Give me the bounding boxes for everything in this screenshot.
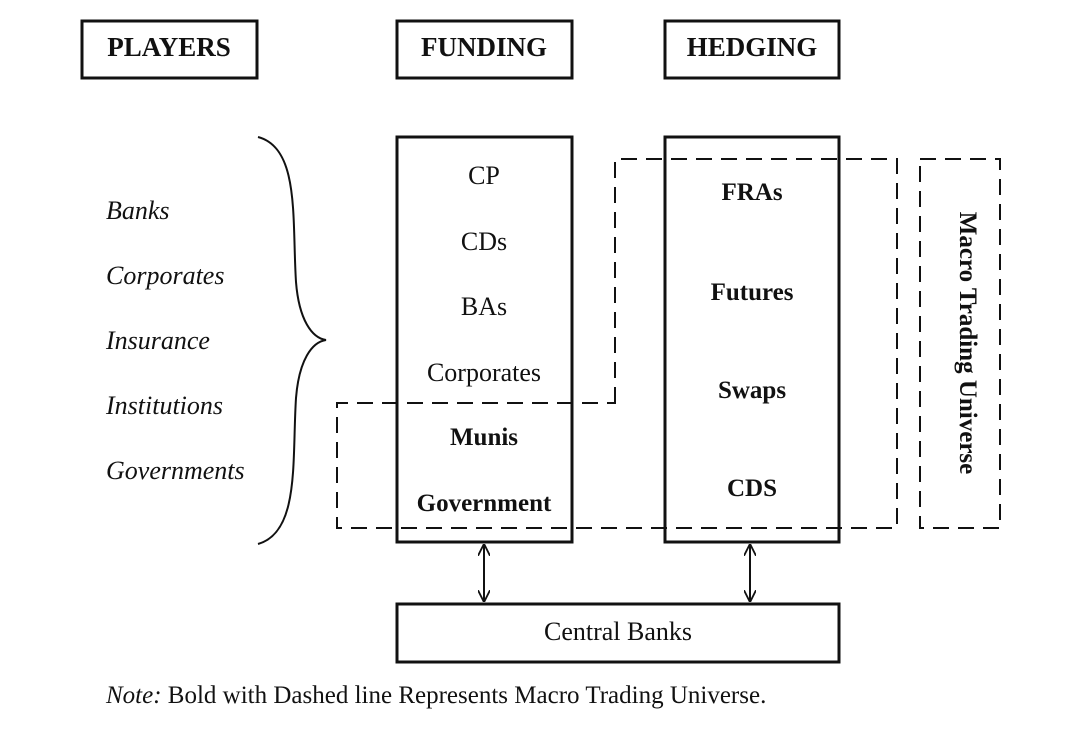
central-banks-label: Central Banks (544, 617, 692, 646)
player-insurance: Insurance (105, 326, 210, 355)
macro-trading-dashed-region (336, 158, 898, 529)
funding-header: FUNDING (395, 19, 574, 80)
funding-item-munis: Munis (450, 424, 518, 451)
player-governments: Governments (106, 456, 245, 485)
funding-item-corporates: Corporates (427, 358, 541, 387)
players-header: PLAYERS (80, 19, 259, 80)
hedging-header-label: HEDGING (687, 32, 818, 62)
funding-item-cp: CP (468, 161, 500, 190)
central-banks-box: Central Banks (395, 602, 841, 664)
funding-items: CP CDs BAs Corporates Munis Government (417, 161, 552, 517)
hedging-item-swaps: Swaps (718, 377, 786, 404)
funding-item-bas: BAs (461, 292, 507, 321)
funding-column (395, 135, 574, 544)
player-corporates: Corporates (106, 261, 224, 290)
macro-trading-label: Macro Trading Universe (954, 212, 981, 474)
hedging-items: FRAs Futures Swaps CDS (711, 179, 794, 502)
funding-item-cds: CDs (461, 227, 507, 256)
funding-item-government: Government (417, 490, 552, 517)
player-banks: Banks (106, 196, 170, 225)
funding-header-label: FUNDING (421, 32, 547, 62)
macro-trading-label-box (919, 158, 1001, 529)
players-brace (257, 136, 327, 545)
hedging-item-cds: CDS (727, 475, 777, 502)
hedging-header: HEDGING (663, 19, 841, 80)
note-label: Note: (105, 682, 162, 709)
players-list: Banks Corporates Insurance Institutions … (105, 196, 245, 485)
note-text: Bold with Dashed line Represents Macro T… (162, 682, 767, 709)
player-institutions: Institutions (105, 391, 223, 420)
hedging-column (663, 135, 841, 544)
players-header-label: PLAYERS (107, 32, 231, 62)
hedging-item-futures: Futures (711, 279, 794, 306)
hedging-item-fras: FRAs (721, 179, 782, 206)
diagram-note: Note: Bold with Dashed line Represents M… (105, 682, 766, 709)
